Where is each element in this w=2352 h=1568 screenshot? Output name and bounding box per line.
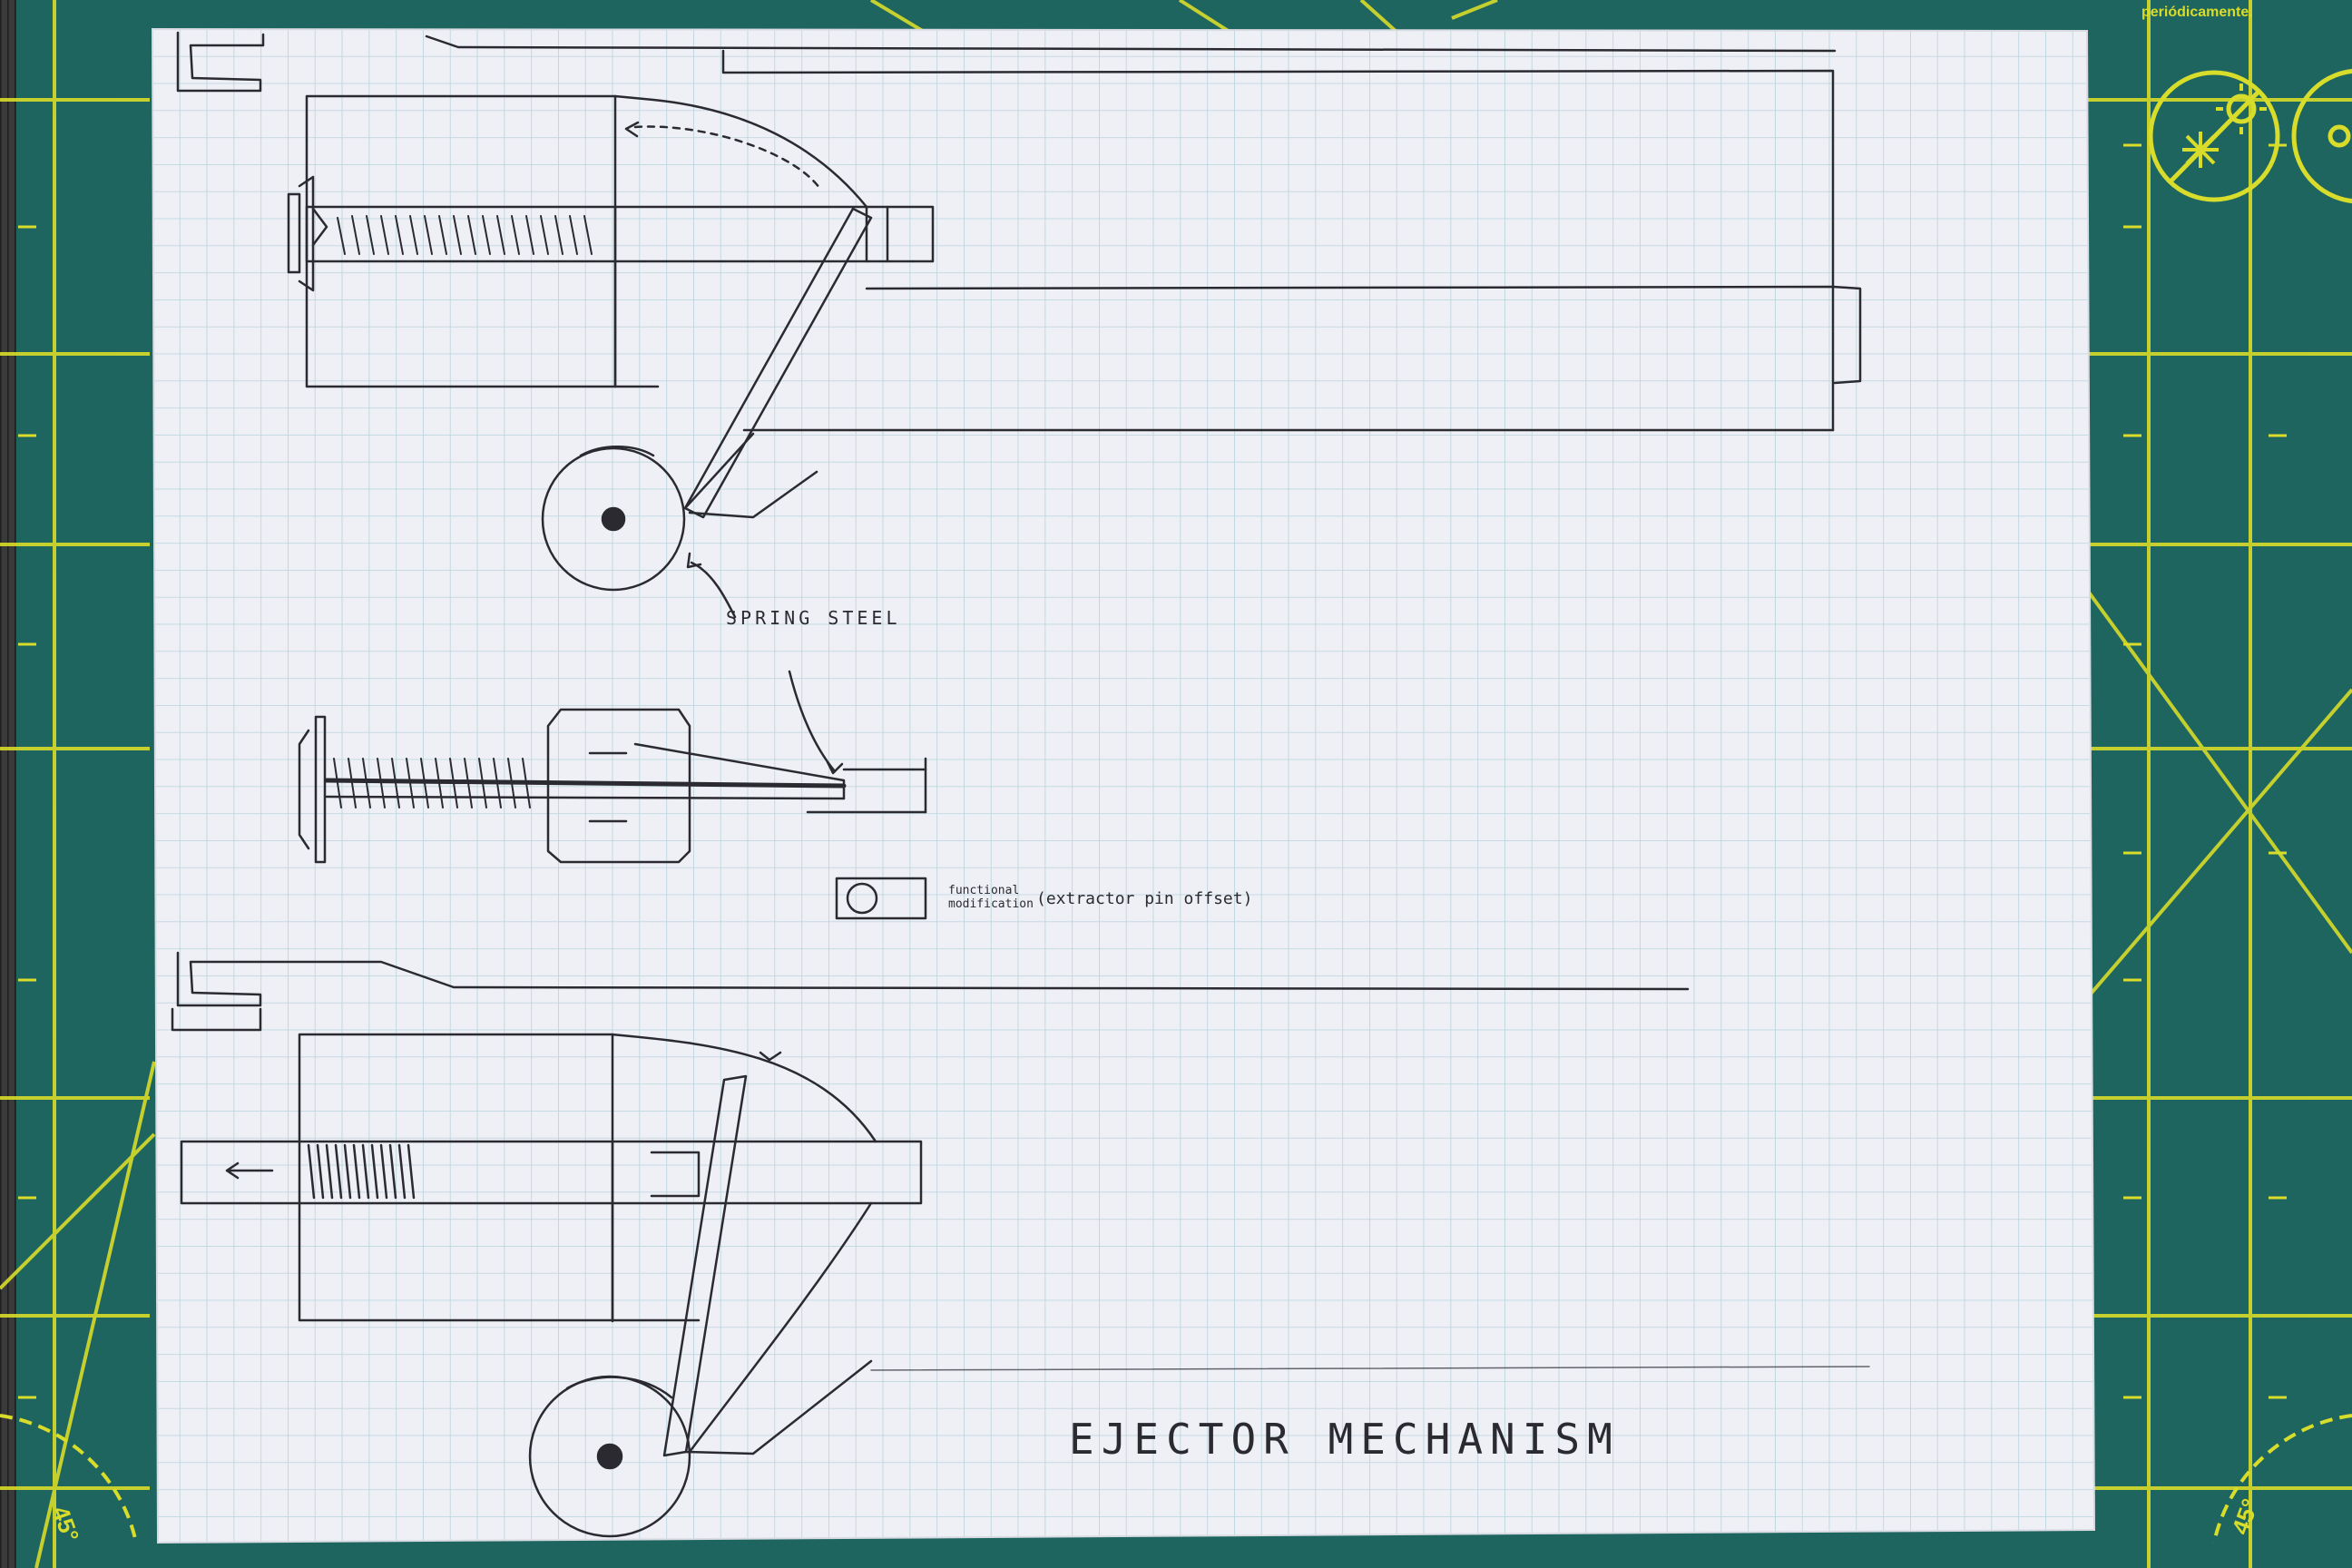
ejector-assembly-top — [176, 31, 1862, 619]
mat-angle-arc-left — [0, 1414, 138, 1544]
drawing-title: EJECTOR MECHANISM — [1069, 1415, 1620, 1464]
ejector-assembly-middle — [298, 670, 927, 920]
mat-corner-text: periódicamente. — [2141, 5, 2253, 20]
annotation-spring-steel: SPRING STEEL — [726, 607, 901, 629]
mat-partial-icon — [2291, 68, 2352, 204]
ejector-assembly-bottom — [171, 951, 1870, 1538]
mat-ticks — [18, 143, 2287, 1399]
mat-angle-arc-right — [2212, 1414, 2352, 1544]
annotation-modification: modification — [948, 897, 1034, 911]
annotation-extractor-offset: (extractor pin offset) — [1036, 889, 1252, 908]
mat-edge-strip — [0, 0, 16, 1568]
graph-paper-sheet — [151, 27, 2096, 1544]
no-freeze-no-heat-icon — [2148, 70, 2280, 202]
annotation-functional: functional — [948, 884, 1019, 897]
